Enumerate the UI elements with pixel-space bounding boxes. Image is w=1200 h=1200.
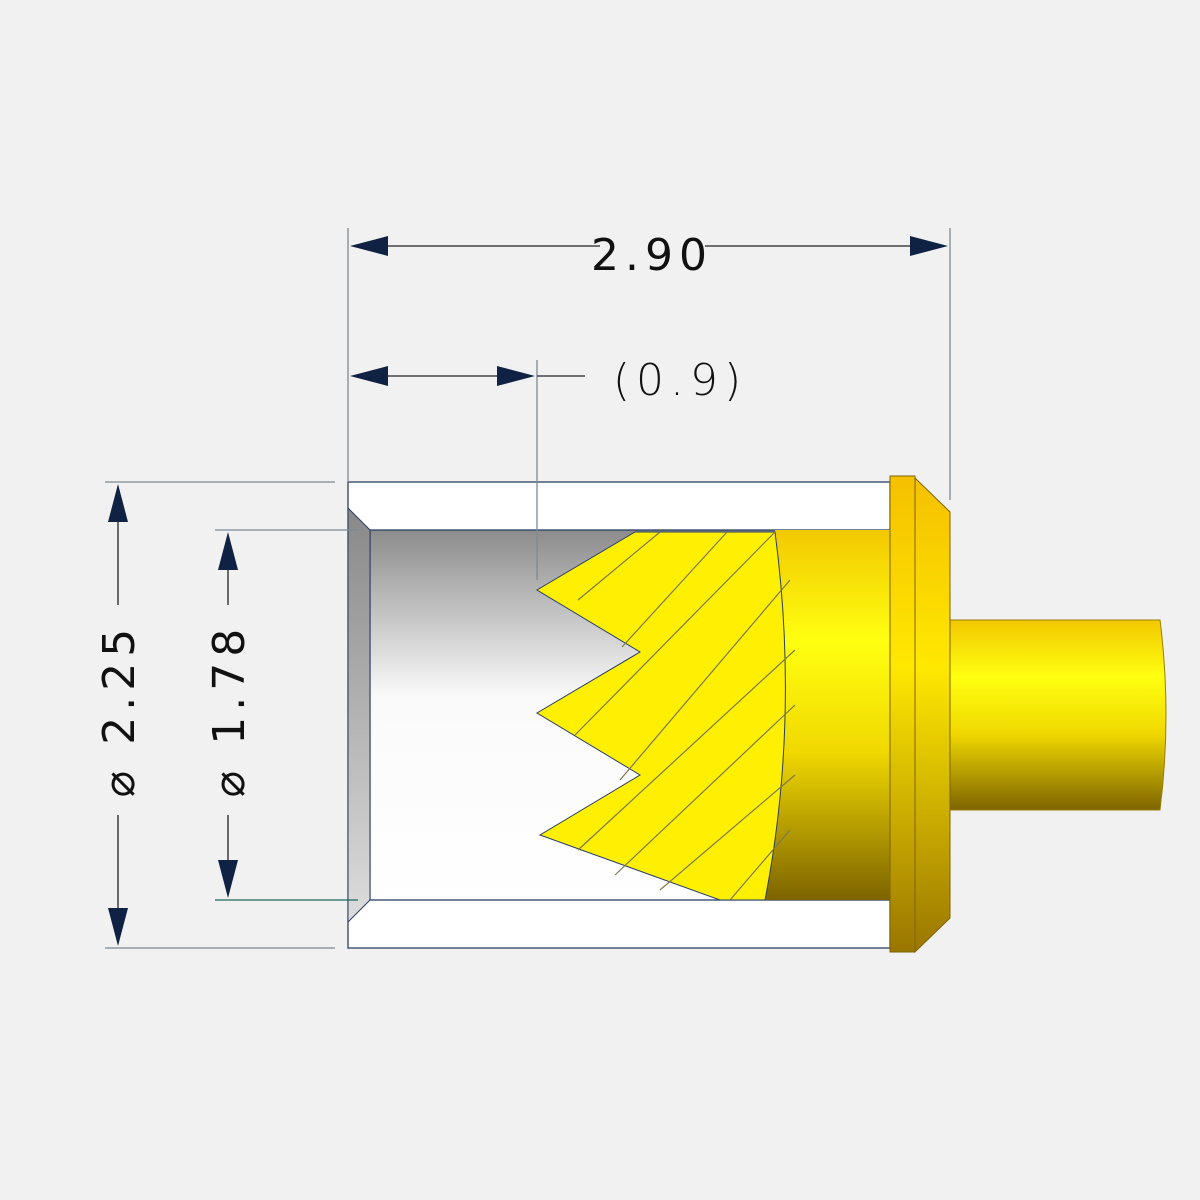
section-hatching: [574, 531, 796, 901]
dimension-overall-length: 2.90: [347, 228, 951, 500]
dimension-inner-diameter: ⌀ 1.78: [204, 529, 358, 901]
dimension-outer-diameter: ⌀ 2.25: [94, 481, 335, 949]
dimension-reference-length: (0.9): [350, 355, 747, 580]
flange-bevel: [914, 476, 951, 954]
crown-section: [536, 531, 786, 901]
bore-chamfer: [347, 506, 371, 924]
label-diameter-1-78: ⌀ 1.78: [204, 623, 255, 797]
gold-barrel: [765, 530, 890, 900]
label-diameter-2-25: ⌀ 2.25: [94, 623, 145, 797]
label-2-90: 2.90: [591, 230, 713, 281]
flange: [889, 475, 916, 953]
pin-shaft: [949, 619, 1167, 811]
label-0-9: (0.9): [613, 355, 747, 406]
